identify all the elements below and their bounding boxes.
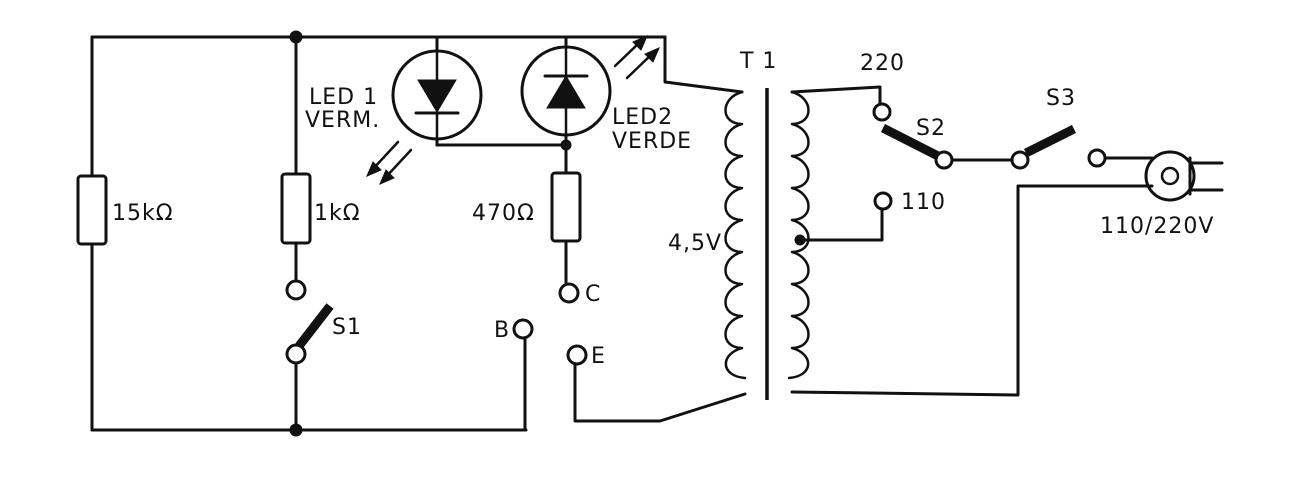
t1-winding-mains	[787, 90, 810, 380]
label-220: 220	[860, 51, 905, 76]
terminal-b	[512, 318, 534, 340]
terminal-c	[558, 282, 580, 304]
label-15k: 15kΩ	[112, 201, 174, 226]
s1-terminal-top	[285, 279, 307, 301]
mains-plug	[1144, 150, 1224, 202]
resistor-1k	[280, 172, 312, 245]
terminal-220	[872, 102, 892, 122]
s1-terminal-bottom	[285, 343, 307, 365]
label-110: 110	[901, 190, 946, 215]
tap-220-wire	[790, 85, 882, 106]
label-4-5v: 4,5V	[668, 231, 722, 256]
label-led2-name: LED2	[612, 105, 673, 130]
label-led1-name: LED 1	[309, 85, 378, 110]
label-470: 470Ω	[472, 201, 535, 226]
label-s3: S3	[1046, 86, 1076, 111]
s3-lever	[1023, 124, 1077, 158]
led1-light-arrows	[366, 140, 413, 185]
label-terminal-c: C	[585, 282, 601, 307]
junction-dot-top	[289, 30, 303, 44]
label-s1: S1	[332, 315, 362, 340]
label-1k: 1kΩ	[314, 201, 361, 226]
s1-lever	[295, 303, 334, 349]
label-led1-color: VERM.	[305, 108, 380, 133]
resistor-15k	[76, 174, 108, 246]
label-terminal-b: B	[494, 318, 510, 343]
label-s2: S2	[916, 116, 946, 141]
s2-lever	[880, 123, 943, 162]
led1	[391, 35, 483, 147]
t1-winding-low	[724, 90, 747, 380]
terminal-110	[873, 191, 893, 211]
s3-terminal-right	[1087, 148, 1107, 168]
terminal-e	[566, 344, 588, 366]
label-t1: T 1	[739, 49, 777, 74]
s2-common-terminal	[934, 150, 954, 170]
e-wire	[573, 362, 747, 423]
junction-dot-bottom	[289, 423, 303, 437]
resistor-470	[550, 171, 582, 243]
led2-light-arrows	[613, 35, 660, 80]
s3-terminal-left	[1010, 150, 1030, 170]
label-mains: 110/220V	[1100, 214, 1214, 239]
tap-110-wire	[798, 207, 884, 242]
mains-return-wire	[790, 184, 1154, 397]
led2	[520, 35, 612, 147]
label-led2-color: VERDE	[612, 129, 692, 154]
t1-top-wire	[663, 35, 744, 94]
label-terminal-e: E	[591, 344, 606, 369]
